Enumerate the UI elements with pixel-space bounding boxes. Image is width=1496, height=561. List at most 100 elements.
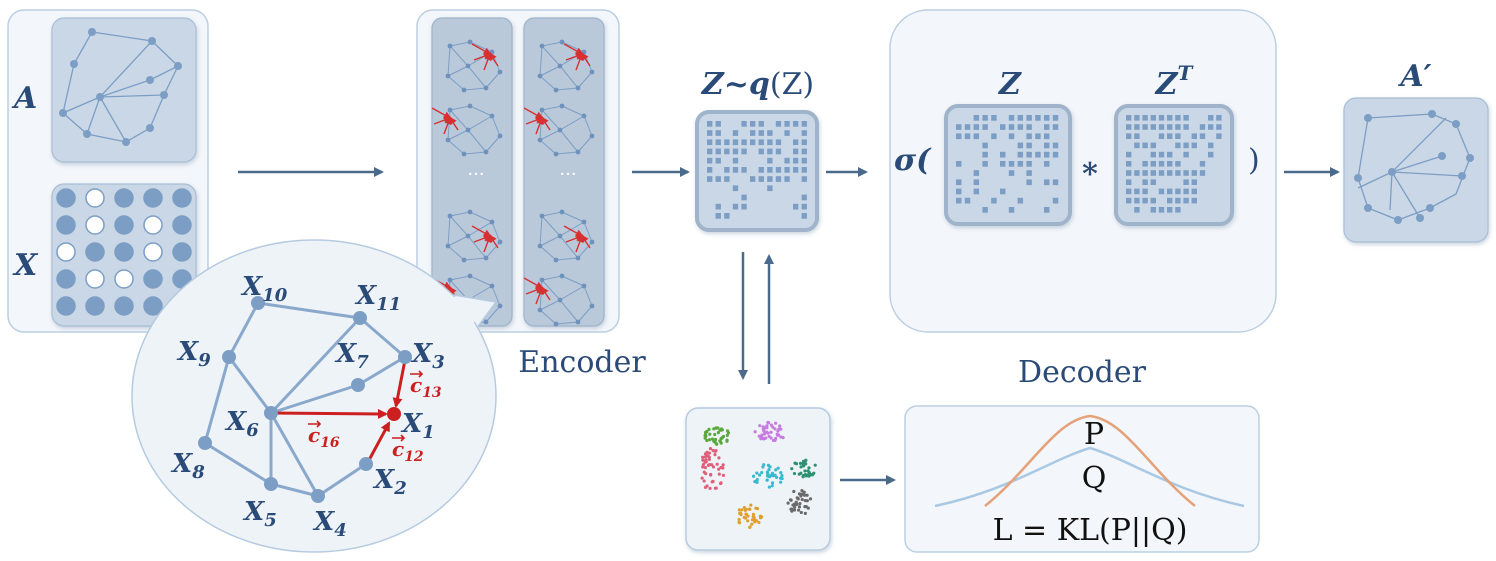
cluster-point <box>758 473 762 477</box>
matrix-cell <box>1126 161 1132 167</box>
cluster-point <box>725 438 729 442</box>
matrix-cell <box>1044 115 1050 121</box>
matrix-cell <box>793 139 799 146</box>
matrix-cell <box>973 179 980 186</box>
adjacency-graph-nodes <box>59 28 182 146</box>
feature-dot-filled <box>85 242 105 262</box>
matrix-cell <box>707 130 713 136</box>
matrix-cell <box>1150 161 1156 167</box>
matrix-cell <box>1183 188 1189 195</box>
matrix-cell <box>982 142 988 149</box>
encoder-mini-graph <box>523 273 595 327</box>
cluster-point <box>807 470 811 475</box>
matrix-cell <box>982 151 988 158</box>
matrix-cell <box>1175 197 1181 204</box>
vector-labels: c13 c16 c12 <box>308 373 442 465</box>
matrix-cell <box>801 213 807 219</box>
cluster-point <box>707 427 711 431</box>
matrix-cell <box>1126 124 1132 130</box>
matrix-cell <box>1017 161 1024 167</box>
cluster-point <box>710 437 715 441</box>
cluster-point <box>799 465 803 469</box>
matrix-cell <box>1158 115 1165 121</box>
matrix-cell <box>741 148 747 155</box>
matrix-cell <box>1175 188 1181 195</box>
matrix-cell <box>1052 142 1059 149</box>
feature-dot-empty <box>85 269 105 289</box>
cluster-point <box>707 451 712 455</box>
feature-dot-empty <box>143 242 163 262</box>
cluster-point <box>786 501 790 505</box>
matrix-cell <box>1052 124 1059 130</box>
matrix-cell <box>793 157 799 164</box>
matrix-cell <box>1044 142 1050 149</box>
matrix-cell <box>741 203 747 210</box>
matrix-cell <box>1208 124 1214 130</box>
feature-dot-empty <box>56 242 76 262</box>
node-label-x1: X1 <box>400 409 435 443</box>
cluster-point <box>719 427 724 431</box>
matrix-cell <box>1199 124 1206 130</box>
matrix-cell <box>1158 188 1165 195</box>
cluster-point <box>771 438 776 442</box>
matrix-cell <box>982 207 988 213</box>
matrix-cell <box>801 148 807 155</box>
matrix-cell <box>1216 133 1222 139</box>
cluster-point <box>795 496 799 500</box>
cluster-point <box>803 511 807 515</box>
matrix-cell <box>715 139 721 146</box>
adjacency-graph-card <box>51 17 197 163</box>
matrix-cell <box>956 124 962 130</box>
matrix-cell <box>1008 207 1015 213</box>
cluster-point <box>805 493 809 497</box>
cluster-point <box>792 471 797 476</box>
matrix-cell <box>758 130 764 136</box>
node-label-x2: X2 <box>372 465 407 499</box>
feature-dot-filled <box>114 296 134 316</box>
matrix-cell <box>715 121 721 127</box>
matrix-cell <box>1158 151 1165 158</box>
cluster-point <box>802 490 806 494</box>
cluster-point <box>790 467 794 471</box>
feature-dot-filled <box>114 188 134 208</box>
kl-loss-formula: L = KL(P||Q) <box>993 513 1188 548</box>
encoder-mini-graph <box>445 209 503 263</box>
cluster-point <box>797 505 802 509</box>
matrix-cell <box>801 157 807 164</box>
matrix-cell <box>1183 170 1189 176</box>
sigma-open: σ( <box>894 143 932 178</box>
decoder-zt-label: ZT <box>1155 61 1195 102</box>
matrix-cell <box>767 167 773 173</box>
matrix-cell <box>767 185 773 192</box>
output-label: A′ <box>1397 59 1431 94</box>
matrix-cell <box>973 170 980 176</box>
matrix-cell <box>1175 161 1181 167</box>
matrix-cell <box>758 148 764 155</box>
matrix-cell <box>1175 142 1181 149</box>
cluster-point <box>725 433 729 437</box>
cluster-point <box>774 436 778 441</box>
matrix-cell <box>1134 207 1140 213</box>
matrix-cell <box>1175 207 1181 213</box>
cluster-point <box>709 472 713 477</box>
matrix-cell <box>1191 179 1197 185</box>
cluster-point <box>750 522 754 526</box>
matrix-cell <box>964 124 971 130</box>
matrix-cell <box>1134 115 1140 121</box>
matrix-cell <box>767 148 773 155</box>
cluster-point <box>708 446 713 451</box>
cluster-point <box>717 472 721 476</box>
matrix-cell <box>1142 161 1148 167</box>
latent-label: Z~q(Z) <box>701 67 814 102</box>
matrix-cell <box>1126 151 1132 158</box>
matrix-cell <box>1142 124 1148 130</box>
encoder-mini-graph <box>523 103 595 157</box>
cluster-scatter <box>700 420 817 529</box>
cluster-point <box>713 432 717 437</box>
decoder-zt-matrix <box>1114 104 1234 226</box>
matrix-cell <box>1017 197 1024 204</box>
matrix-cell <box>1026 124 1032 130</box>
node-label-x3: X3 <box>410 339 445 373</box>
cluster-point <box>713 486 717 490</box>
p-label: P <box>1084 417 1104 452</box>
